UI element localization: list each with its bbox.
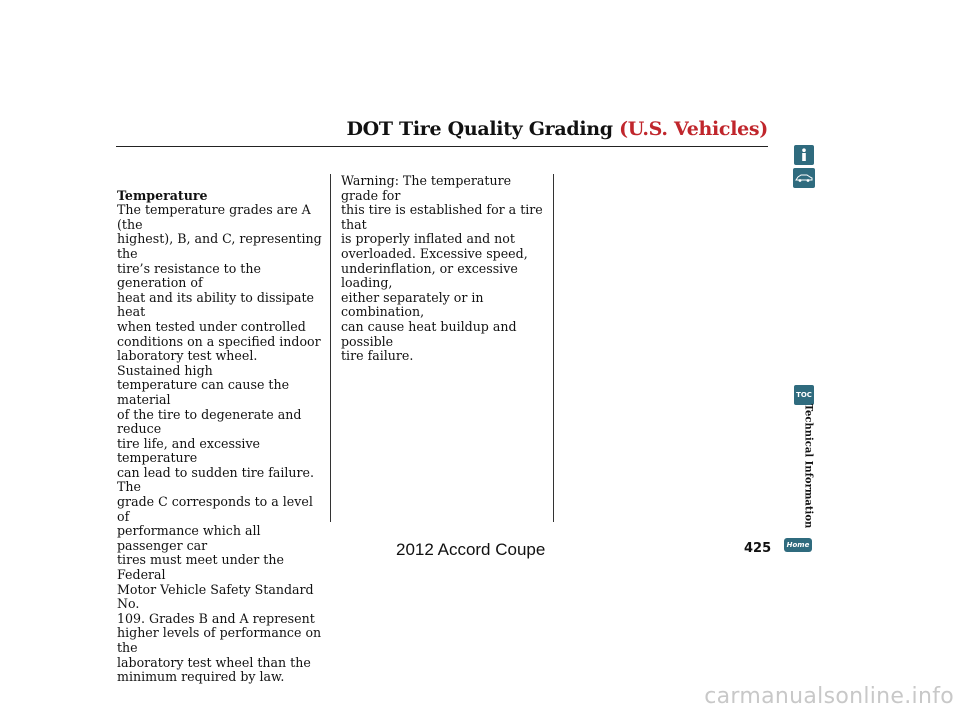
footer-model: 2012 Accord Coupe bbox=[396, 540, 546, 559]
temperature-text: The temperature grades are A (the highes… bbox=[117, 202, 322, 685]
car-tab[interactable] bbox=[793, 168, 815, 188]
title-accent: (U.S. Vehicles) bbox=[619, 118, 768, 140]
column-divider-right bbox=[553, 174, 554, 522]
toc-label: TOC bbox=[796, 391, 812, 399]
page-title: DOT Tire Quality Grading (U.S. Vehicles) bbox=[346, 118, 768, 140]
header-divider bbox=[116, 146, 768, 147]
section-tab-label: Technical Information bbox=[800, 403, 816, 529]
watermark: carmanualsonline.info bbox=[704, 684, 954, 709]
column-divider bbox=[330, 174, 331, 522]
toc-tab[interactable]: TOC bbox=[794, 385, 814, 405]
section-heading: Temperature bbox=[117, 187, 208, 203]
home-tab[interactable]: Home bbox=[784, 538, 812, 552]
home-label: Home bbox=[786, 541, 810, 549]
info-tab[interactable] bbox=[794, 145, 814, 165]
car-icon bbox=[795, 174, 813, 182]
warning-text: Warning: The temperature grade for this … bbox=[341, 173, 543, 364]
page-number: 425 bbox=[744, 541, 772, 556]
title-main: DOT Tire Quality Grading bbox=[346, 118, 613, 140]
info-icon bbox=[802, 148, 806, 161]
section-label-text: Technical Information bbox=[802, 403, 814, 529]
